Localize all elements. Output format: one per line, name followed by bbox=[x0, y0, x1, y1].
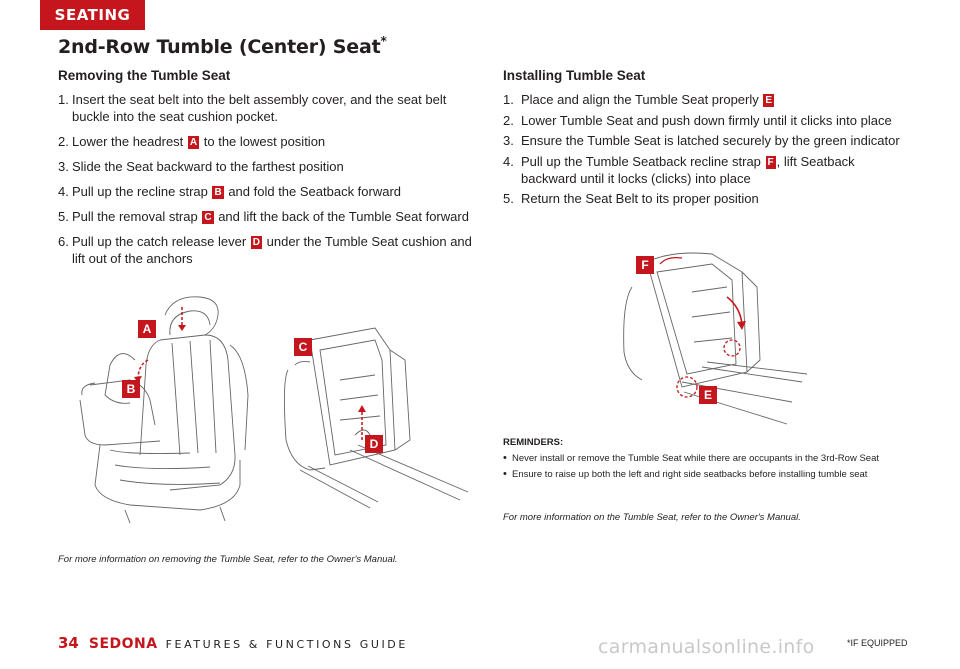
step-item: 1.Insert the seat belt into the belt ass… bbox=[58, 91, 478, 125]
reminder-item: Ensure to raise up both the left and rig… bbox=[503, 468, 923, 480]
step-badge: B bbox=[212, 186, 224, 199]
installing-heading: Installing Tumble Seat bbox=[503, 68, 646, 83]
step-text: Pull up the catch release lever bbox=[72, 234, 250, 249]
model-name: SEDONA bbox=[88, 636, 158, 652]
step-text: Insert the seat belt into the belt assem… bbox=[72, 92, 447, 124]
step-text-after: under the Tumble Seat cushion and lift o… bbox=[72, 234, 472, 266]
step-number: 6. bbox=[58, 234, 69, 249]
step-text: Lower Tumble Seat and push down firmly u… bbox=[521, 112, 892, 128]
seat-illustration-icon bbox=[79, 296, 249, 524]
footer: 34 SEDONA FEATURES & FUNCTIONS GUIDE bbox=[58, 634, 408, 652]
page-title-text: 2nd-Row Tumble (Center) Seat bbox=[58, 36, 381, 58]
removing-section: Removing the Tumble Seat 1.Insert the se… bbox=[58, 68, 478, 275]
installing-caption: For more information on the Tumble Seat,… bbox=[503, 512, 801, 523]
step-number: 5. bbox=[503, 191, 514, 206]
step-item: 1. Place and align the Tumble Seat proper… bbox=[503, 91, 903, 108]
label-f: F bbox=[636, 256, 654, 274]
label-a: A bbox=[138, 320, 156, 338]
step-number: 1. bbox=[503, 92, 514, 107]
label-c: C bbox=[294, 338, 312, 356]
step-item: 4. Pull up the Tumble Seatback recline st… bbox=[503, 153, 903, 187]
step-badge: C bbox=[202, 211, 214, 224]
figure-seat-install: F E bbox=[612, 242, 812, 432]
installing-steps: 1. Place and align the Tumble Seat proper… bbox=[503, 91, 903, 207]
step-text: Slide the Seat backward to the farthest … bbox=[72, 159, 344, 174]
step-text: Return the Seat Belt to its proper posit… bbox=[521, 191, 759, 206]
installing-section: Installing Tumble Seat 1. Place and align… bbox=[503, 68, 903, 211]
step-item: 6.Pull up the catch release lever D unde… bbox=[58, 233, 478, 267]
watermark: carmanualsonline.info bbox=[598, 636, 815, 658]
reminders-heading: REMINDERS: bbox=[503, 437, 564, 448]
page-title: 2nd-Row Tumble (Center) Seat* bbox=[58, 34, 387, 58]
removing-steps: 1.Insert the seat belt into the belt ass… bbox=[58, 91, 478, 267]
step-text: Pull up the recline strap bbox=[72, 184, 212, 199]
step-number: 2. bbox=[503, 112, 514, 128]
step-item: 3.Slide the Seat backward to the farthes… bbox=[58, 158, 478, 175]
label-b: B bbox=[122, 380, 140, 398]
title-asterisk: * bbox=[380, 34, 387, 48]
removing-caption: For more information on removing the Tum… bbox=[58, 554, 398, 565]
step-item: 2.Lower the headrest A to the lowest pos… bbox=[58, 133, 478, 150]
step-item: 5. Return the Seat Belt to its proper pos… bbox=[503, 190, 903, 207]
reminder-item: Never install or remove the Tumble Seat … bbox=[503, 452, 923, 464]
step-text-after: , lift Seatback backward until it locks … bbox=[521, 153, 855, 186]
step-number: 5. bbox=[58, 209, 69, 224]
step-number: 4. bbox=[503, 153, 514, 169]
step-badge: D bbox=[250, 236, 263, 249]
step-number: 1. bbox=[58, 92, 69, 107]
step-number: 3. bbox=[503, 133, 514, 148]
step-text-after: to the lowest position bbox=[200, 134, 326, 149]
step-item: 3. Ensure the Tumble Seat is latched secu… bbox=[503, 132, 903, 149]
figure-seat-folded: C D bbox=[280, 320, 470, 510]
page-number: 34 bbox=[58, 634, 79, 652]
step-badge: E bbox=[763, 94, 775, 107]
figure-seat-headrest: A B bbox=[70, 285, 255, 525]
step-text: Place and align the Tumble Seat properly bbox=[521, 92, 763, 107]
step-badge: F bbox=[765, 155, 776, 169]
step-text: Ensure the Tumble Seat is latched secure… bbox=[521, 133, 900, 148]
reminders-box: REMINDERS: Never install or remove the T… bbox=[503, 437, 923, 485]
step-number: 4. bbox=[58, 184, 69, 199]
removing-heading: Removing the Tumble Seat bbox=[58, 68, 231, 83]
if-equipped-note: *IF EQUIPPED bbox=[847, 638, 908, 648]
step-number: 3. bbox=[58, 159, 69, 174]
section-tab: SEATING bbox=[40, 0, 145, 30]
step-text-after: and fold the Seatback forward bbox=[224, 184, 402, 199]
step-text: Lower the headrest bbox=[72, 134, 187, 149]
step-item: 5.Pull the removal strap C and lift the … bbox=[58, 208, 478, 225]
guide-name: FEATURES & FUNCTIONS GUIDE bbox=[165, 638, 408, 651]
label-e: E bbox=[699, 386, 717, 404]
step-item: 4.Pull up the recline strap B and fold t… bbox=[58, 183, 478, 200]
step-number: 2. bbox=[58, 134, 69, 149]
step-item: 2. Lower Tumble Seat and push down firmly… bbox=[503, 112, 903, 129]
step-badge: A bbox=[187, 136, 200, 149]
step-text-after: and lift the back of the Tumble Seat for… bbox=[214, 209, 469, 224]
label-d: D bbox=[365, 435, 383, 453]
reminders-list: Never install or remove the Tumble Seat … bbox=[503, 452, 923, 480]
step-text: Pull the removal strap bbox=[72, 209, 202, 224]
install-seat-illustration-icon bbox=[623, 252, 808, 425]
step-text: Pull up the Tumble Seatback recline stra… bbox=[521, 153, 765, 169]
folded-seat-illustration-icon bbox=[283, 327, 469, 509]
